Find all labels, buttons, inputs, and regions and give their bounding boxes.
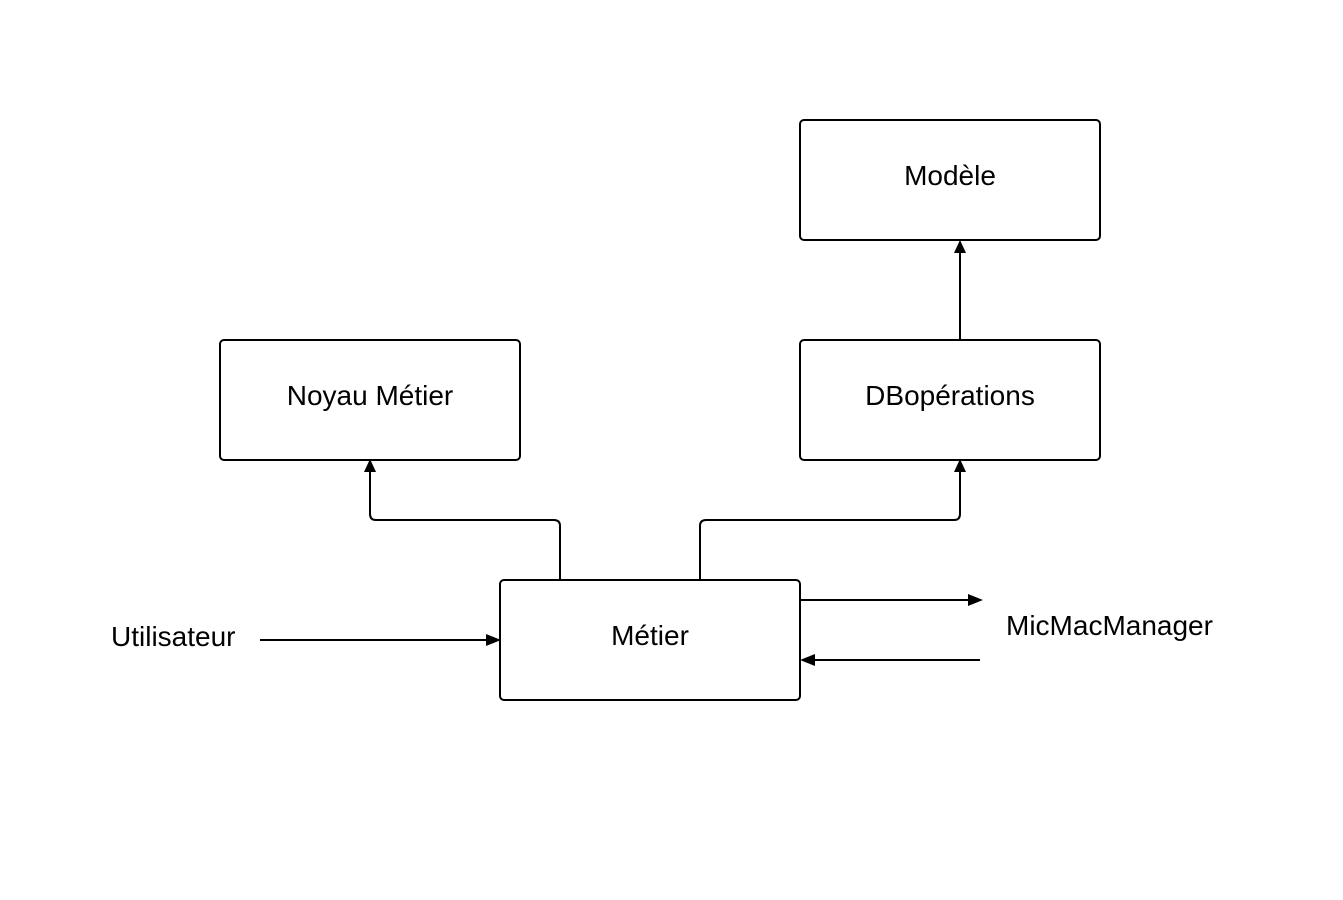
edge-metier-to-dboperations xyxy=(699,470,961,580)
edge-metier-to-noyau-metier xyxy=(369,470,561,580)
node-metier: Métier xyxy=(499,579,801,701)
node-noyau-metier-box xyxy=(219,339,521,461)
node-modele: Modèle xyxy=(799,119,1101,241)
arrowhead-modele xyxy=(954,240,966,253)
arrowhead-metier-from-utilisateur xyxy=(486,634,501,646)
node-metier-label: Métier xyxy=(611,620,689,651)
arrowhead-micmacmanager xyxy=(968,594,983,606)
node-noyau-metier: Noyau Métier xyxy=(219,339,521,461)
node-noyau-metier-label: Noyau Métier xyxy=(287,380,454,411)
node-modele-box xyxy=(799,119,1101,241)
arrowhead-dboperations xyxy=(954,459,966,472)
edges xyxy=(260,240,983,666)
node-dboperations: DBopérations xyxy=(799,339,1101,461)
node-modele-label: Modèle xyxy=(904,160,996,191)
external-utilisateur-label: Utilisateur xyxy=(111,621,235,652)
external-micmacmanager-label: MicMacManager xyxy=(1006,610,1213,641)
node-dboperations-label: DBopérations xyxy=(865,380,1035,411)
node-metier-box xyxy=(499,579,801,701)
arrowhead-noyau-metier xyxy=(364,459,376,472)
node-dboperations-box xyxy=(799,339,1101,461)
arrowhead-metier-from-micmacmanager xyxy=(800,654,815,666)
